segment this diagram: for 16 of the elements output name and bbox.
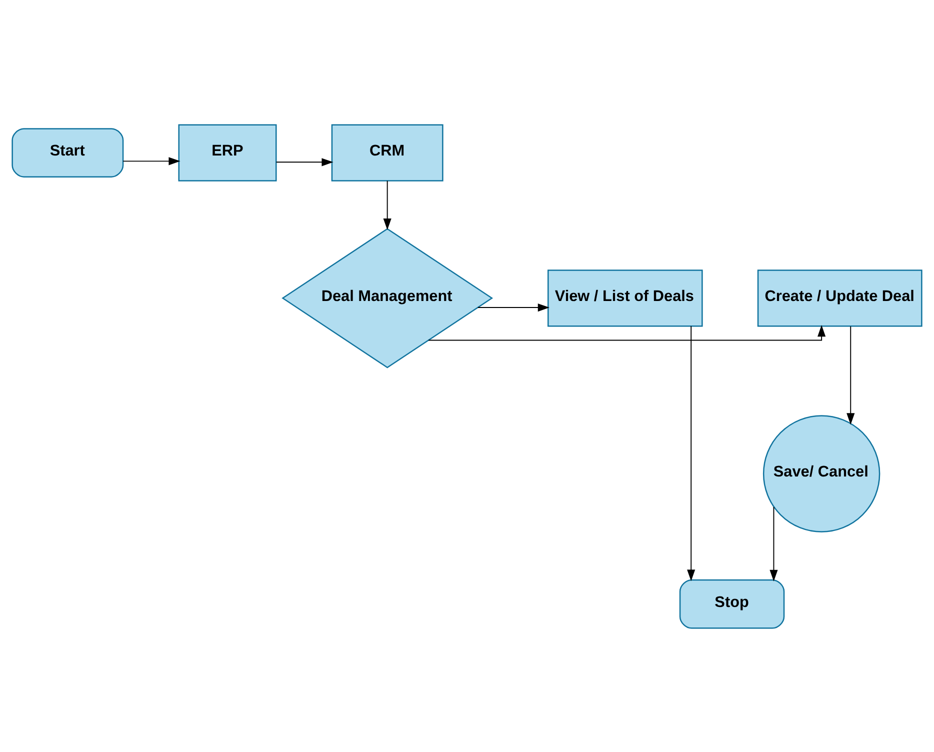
arrow <box>122 156 180 165</box>
node-circle: Save/ Cancel <box>762 414 880 532</box>
arrow <box>428 324 826 340</box>
node-diamond: Deal Management <box>282 228 494 368</box>
arrow <box>477 302 550 312</box>
node-box: Start <box>12 128 124 177</box>
node-box: Stop <box>679 578 785 628</box>
node-box: Create / Update Deal <box>757 269 922 326</box>
node-box: CRM <box>331 124 444 181</box>
node-box: ERP <box>178 124 277 181</box>
arrow <box>770 506 778 581</box>
node-box: View / List of Deals <box>548 269 703 326</box>
arrow <box>687 325 696 581</box>
arrow <box>846 325 855 424</box>
arrow <box>383 180 392 230</box>
arrow <box>276 158 334 166</box>
